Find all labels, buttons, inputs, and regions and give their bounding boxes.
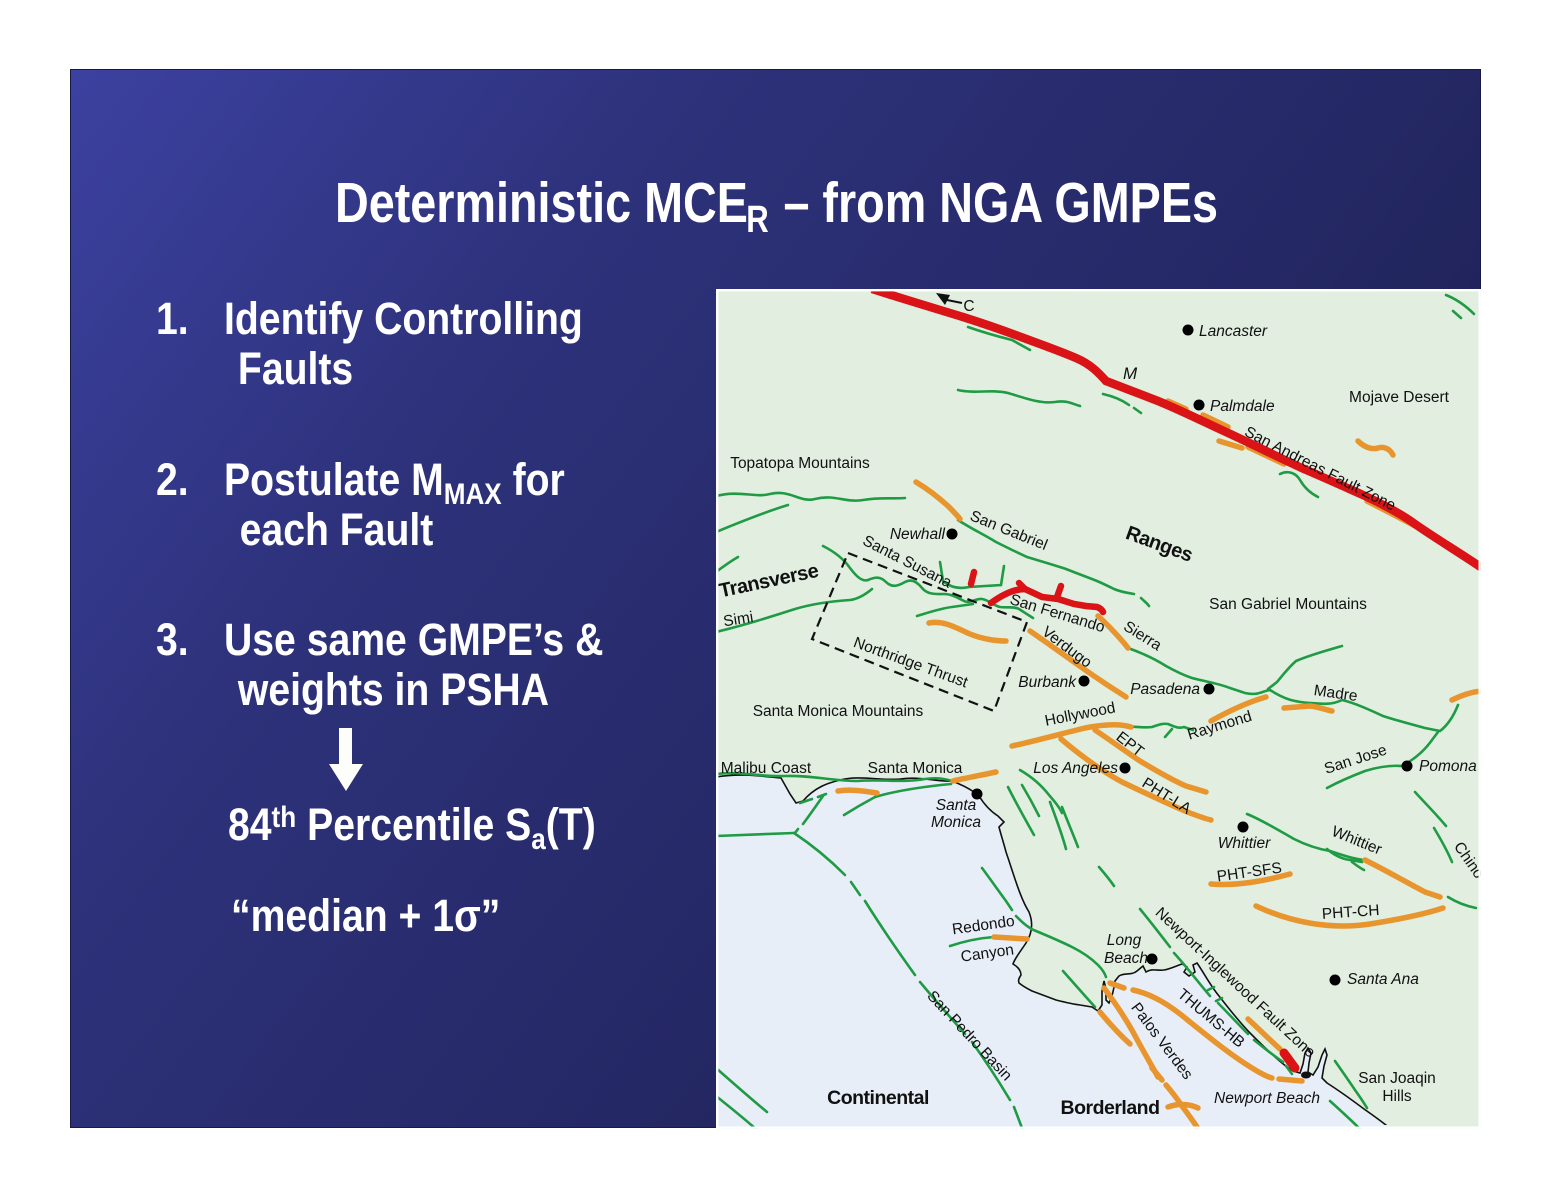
svg-text:Santa Monica: Santa Monica: [868, 760, 963, 777]
svg-text:Mojave Desert: Mojave Desert: [1349, 389, 1450, 406]
svg-text:C: C: [963, 298, 974, 315]
svg-text:Burbank: Burbank: [1018, 674, 1077, 691]
svg-text:Los Angeles: Los Angeles: [1033, 760, 1118, 777]
svg-text:M: M: [1123, 364, 1138, 383]
svg-text:Long: Long: [1107, 932, 1142, 949]
svg-text:Madre: Madre: [1313, 682, 1359, 705]
svg-text:PHT-CH: PHT-CH: [1321, 902, 1380, 923]
svg-text:Topatopa Mountains: Topatopa Mountains: [730, 455, 870, 472]
svg-text:Continental: Continental: [827, 1087, 929, 1109]
svg-text:Hills: Hills: [1382, 1088, 1412, 1105]
svg-text:Monica: Monica: [931, 814, 981, 831]
svg-text:Santa Monica Mountains: Santa Monica Mountains: [753, 703, 924, 720]
svg-text:San Gabriel Mountains: San Gabriel Mountains: [1209, 596, 1367, 613]
svg-text:Simi: Simi: [722, 609, 754, 631]
svg-text:Newport Beach: Newport Beach: [1214, 1090, 1320, 1107]
svg-text:San Joaqin: San Joaqin: [1358, 1070, 1436, 1087]
svg-text:Santa Ana: Santa Ana: [1347, 971, 1419, 988]
svg-text:Newhall: Newhall: [890, 526, 946, 543]
svg-text:Beach: Beach: [1104, 950, 1148, 967]
svg-text:Pasadena: Pasadena: [1130, 681, 1200, 698]
svg-text:Palmdale: Palmdale: [1210, 398, 1275, 415]
svg-text:Whittier: Whittier: [1218, 835, 1271, 852]
svg-text:Pomona: Pomona: [1419, 758, 1477, 775]
svg-text:Malibu Coast: Malibu Coast: [721, 760, 812, 777]
svg-text:Santa: Santa: [936, 797, 977, 814]
svg-text:Lancaster: Lancaster: [1199, 323, 1268, 340]
svg-text:Borderland: Borderland: [1060, 1097, 1159, 1119]
